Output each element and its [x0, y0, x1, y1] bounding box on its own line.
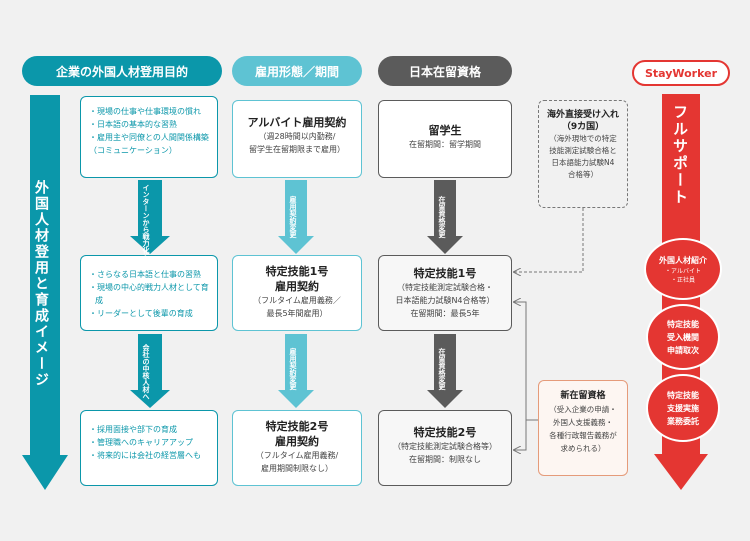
purpose-arrow-1-label: インターンから戦力化へ: [142, 184, 150, 261]
purpose-arrow-1: [130, 180, 170, 254]
header-residence: 日本在留資格: [378, 56, 512, 86]
header-residence-label: 日本在留資格: [408, 64, 481, 79]
bullet: ・さらなる日本語と仕事の習熟: [89, 270, 201, 279]
new-status-box: 新在留資格 （受入企業の申請・ 外国人支援義務・ 各種行政報告義務が 求められる…: [538, 380, 628, 476]
bullet: ・リーダーとして後輩の育成: [89, 309, 193, 318]
brand-logo: StayWorker: [632, 60, 730, 86]
residence-box-3-title: 特定技能2号: [413, 426, 477, 439]
employment-box-2-sub: 最長5年間雇用）: [266, 309, 328, 318]
employment-box-1-sub: （週28時間以内勤務/: [258, 132, 336, 141]
residence-box-3-sub: 在留期間：制限なし: [409, 455, 481, 464]
overseas-box-title2: （9カ国）: [561, 122, 605, 132]
support-item-3-line: 特定技能: [667, 390, 699, 400]
brand-logo-label: StayWorker: [644, 66, 718, 80]
overseas-box-sub: 技能測定試験合格と: [549, 146, 617, 155]
residence-box-2-title: 特定技能1号: [413, 267, 477, 280]
residence-arrow-1-label: 在留資格変更: [438, 196, 446, 238]
residence-box-1-sub: 在留期間：留学期間: [409, 140, 481, 149]
bullet: ・現場の中心的戦力人材として育成: [89, 283, 209, 305]
overseas-box-title: 海外直接受け入れ: [546, 110, 619, 120]
support-item-2-line: 申請取次: [667, 345, 699, 355]
bullet: ・将来的には会社の経営層へも: [89, 451, 201, 460]
residence-box-1-title: 留学生: [428, 124, 462, 137]
employment-box-2-sub: （フルタイム雇用義務／: [253, 296, 341, 305]
employment-box-3-sub: 雇用期間制限なし）: [261, 464, 333, 473]
employment-box-2-title: 特定技能1号: [265, 265, 329, 278]
header-employment: 雇用形態／期間: [232, 56, 362, 86]
bullet: ・管理職へのキャリアアップ: [89, 438, 193, 447]
employment-box-3-title: 特定技能2号: [265, 420, 329, 433]
employment-box-1-sub: 留学生在留期限まで雇用）: [249, 145, 345, 154]
new-status-connector-bottom: [514, 420, 527, 450]
purpose-arrow-2: [130, 334, 170, 408]
overseas-box-sub: （海外現地での特定: [549, 134, 617, 143]
header-employment-label: 雇用形態／期間: [254, 64, 339, 79]
employment-box-2-title2: 雇用契約: [275, 280, 319, 293]
employment-arrow-2-label: 雇用契約変更: [289, 348, 297, 390]
employment-box-3-title2: 雇用契約: [275, 435, 319, 448]
header-purpose-label: 企業の外国人材登用目的: [55, 64, 188, 79]
bullet: ・雇用主や同僚との人間関係構築: [89, 133, 209, 142]
residence-arrow-1: [427, 180, 463, 254]
support-item-2: 特定技能 受入機関 申請取次: [646, 304, 720, 370]
employment-box-1: アルバイト雇用契約 （週28時間以内勤務/ 留学生在留期限まで雇用）: [232, 100, 362, 178]
new-status-title: 新在留資格: [560, 391, 606, 401]
employment-arrow-1-label: 雇用契約変更: [289, 196, 297, 238]
new-status-connector-top: [514, 302, 538, 421]
residence-arrow-2-label: 在留資格変更: [438, 348, 446, 390]
bullet: ・現場の仕事や仕事環境の慣れ: [89, 107, 201, 116]
residence-arrow-2: [427, 334, 463, 408]
support-item-2-line: 受入機関: [667, 332, 699, 342]
new-status-sub: （受入企業の申請・: [549, 405, 617, 414]
bullet: ・日本語の基本的な習熟: [89, 120, 177, 129]
left-big-arrow: [22, 95, 68, 490]
employment-box-1-title: アルバイト雇用契約: [247, 116, 347, 129]
support-item-3-line: 業務委託: [667, 416, 699, 426]
residence-box-2: 特定技能1号 （特定技能測定試験合格・ 日本語能力試験N4合格等） 在留期間：最…: [378, 255, 512, 331]
new-status-sub: 求められる）: [560, 444, 606, 453]
purpose-box-3: ・採用面接や部下の育成 ・管理職へのキャリアアップ ・将来的には会社の経営層へも: [80, 410, 218, 486]
overseas-connector: [514, 208, 584, 272]
bullet: （コミュニケーション）: [89, 146, 177, 155]
support-item-2-line: 特定技能: [667, 319, 699, 329]
overseas-box-sub: 日本語能力試験N4: [551, 158, 615, 167]
support-item-3-line: 支援実施: [667, 403, 699, 413]
overseas-box: 海外直接受け入れ （9カ国） （海外現地での特定 技能測定試験合格と 日本語能力…: [538, 100, 628, 208]
new-status-sub: 各種行政報告義務が: [549, 431, 617, 440]
left-vertical-label: 外国人材登用と育成イメージ: [33, 180, 49, 388]
purpose-box-2: ・さらなる日本語と仕事の習熟 ・現場の中心的戦力人材として育成 ・リーダーとして…: [80, 255, 218, 331]
residence-box-2-sub: （特定技能測定試験合格・: [397, 283, 493, 292]
support-item-3: 特定技能 支援実施 業務委託: [646, 374, 720, 442]
residence-box-3-sub: （特定技能測定試験合格等）: [393, 442, 497, 451]
purpose-box-1: ・現場の仕事や仕事環境の慣れ ・日本語の基本的な習熟 ・雇用主や同僚との人間関係…: [80, 96, 218, 178]
employment-arrow-2: [278, 334, 314, 408]
employment-box-3-sub: （フルタイム雇用義務/: [255, 451, 339, 460]
purpose-arrow-2-label: 会社の中核人材へ: [142, 344, 150, 400]
support-item-1-title: 外国人材紹介: [659, 255, 707, 265]
residence-box-2-sub: 日本語能力試験N4合格等）: [395, 296, 495, 305]
residence-box-2-sub: 在留期間：最長5年: [410, 309, 480, 318]
support-vertical-label: フルサポート: [671, 104, 689, 206]
employment-box-2: 特定技能1号 雇用契約 （フルタイム雇用義務／ 最長5年間雇用）: [232, 255, 362, 331]
header-purpose: 企業の外国人材登用目的: [22, 56, 222, 86]
residence-box-3: 特定技能2号 （特定技能測定試験合格等） 在留期間：制限なし: [378, 410, 512, 486]
bullet: ・採用面接や部下の育成: [89, 425, 177, 434]
residence-box-1: 留学生 在留期間：留学期間: [378, 100, 512, 178]
overseas-box-sub: 合格等）: [568, 170, 598, 179]
new-status-sub: 外国人支援義務・: [553, 418, 613, 427]
support-item-1-small: ・アルバイト: [665, 267, 701, 275]
support-item-1: 外国人材紹介 ・アルバイト ・正社員: [644, 238, 722, 300]
employment-arrow-1: [278, 180, 314, 254]
support-item-1-small: ・正社員: [670, 276, 695, 284]
employment-box-3: 特定技能2号 雇用契約 （フルタイム雇用義務/ 雇用期間制限なし）: [232, 410, 362, 486]
